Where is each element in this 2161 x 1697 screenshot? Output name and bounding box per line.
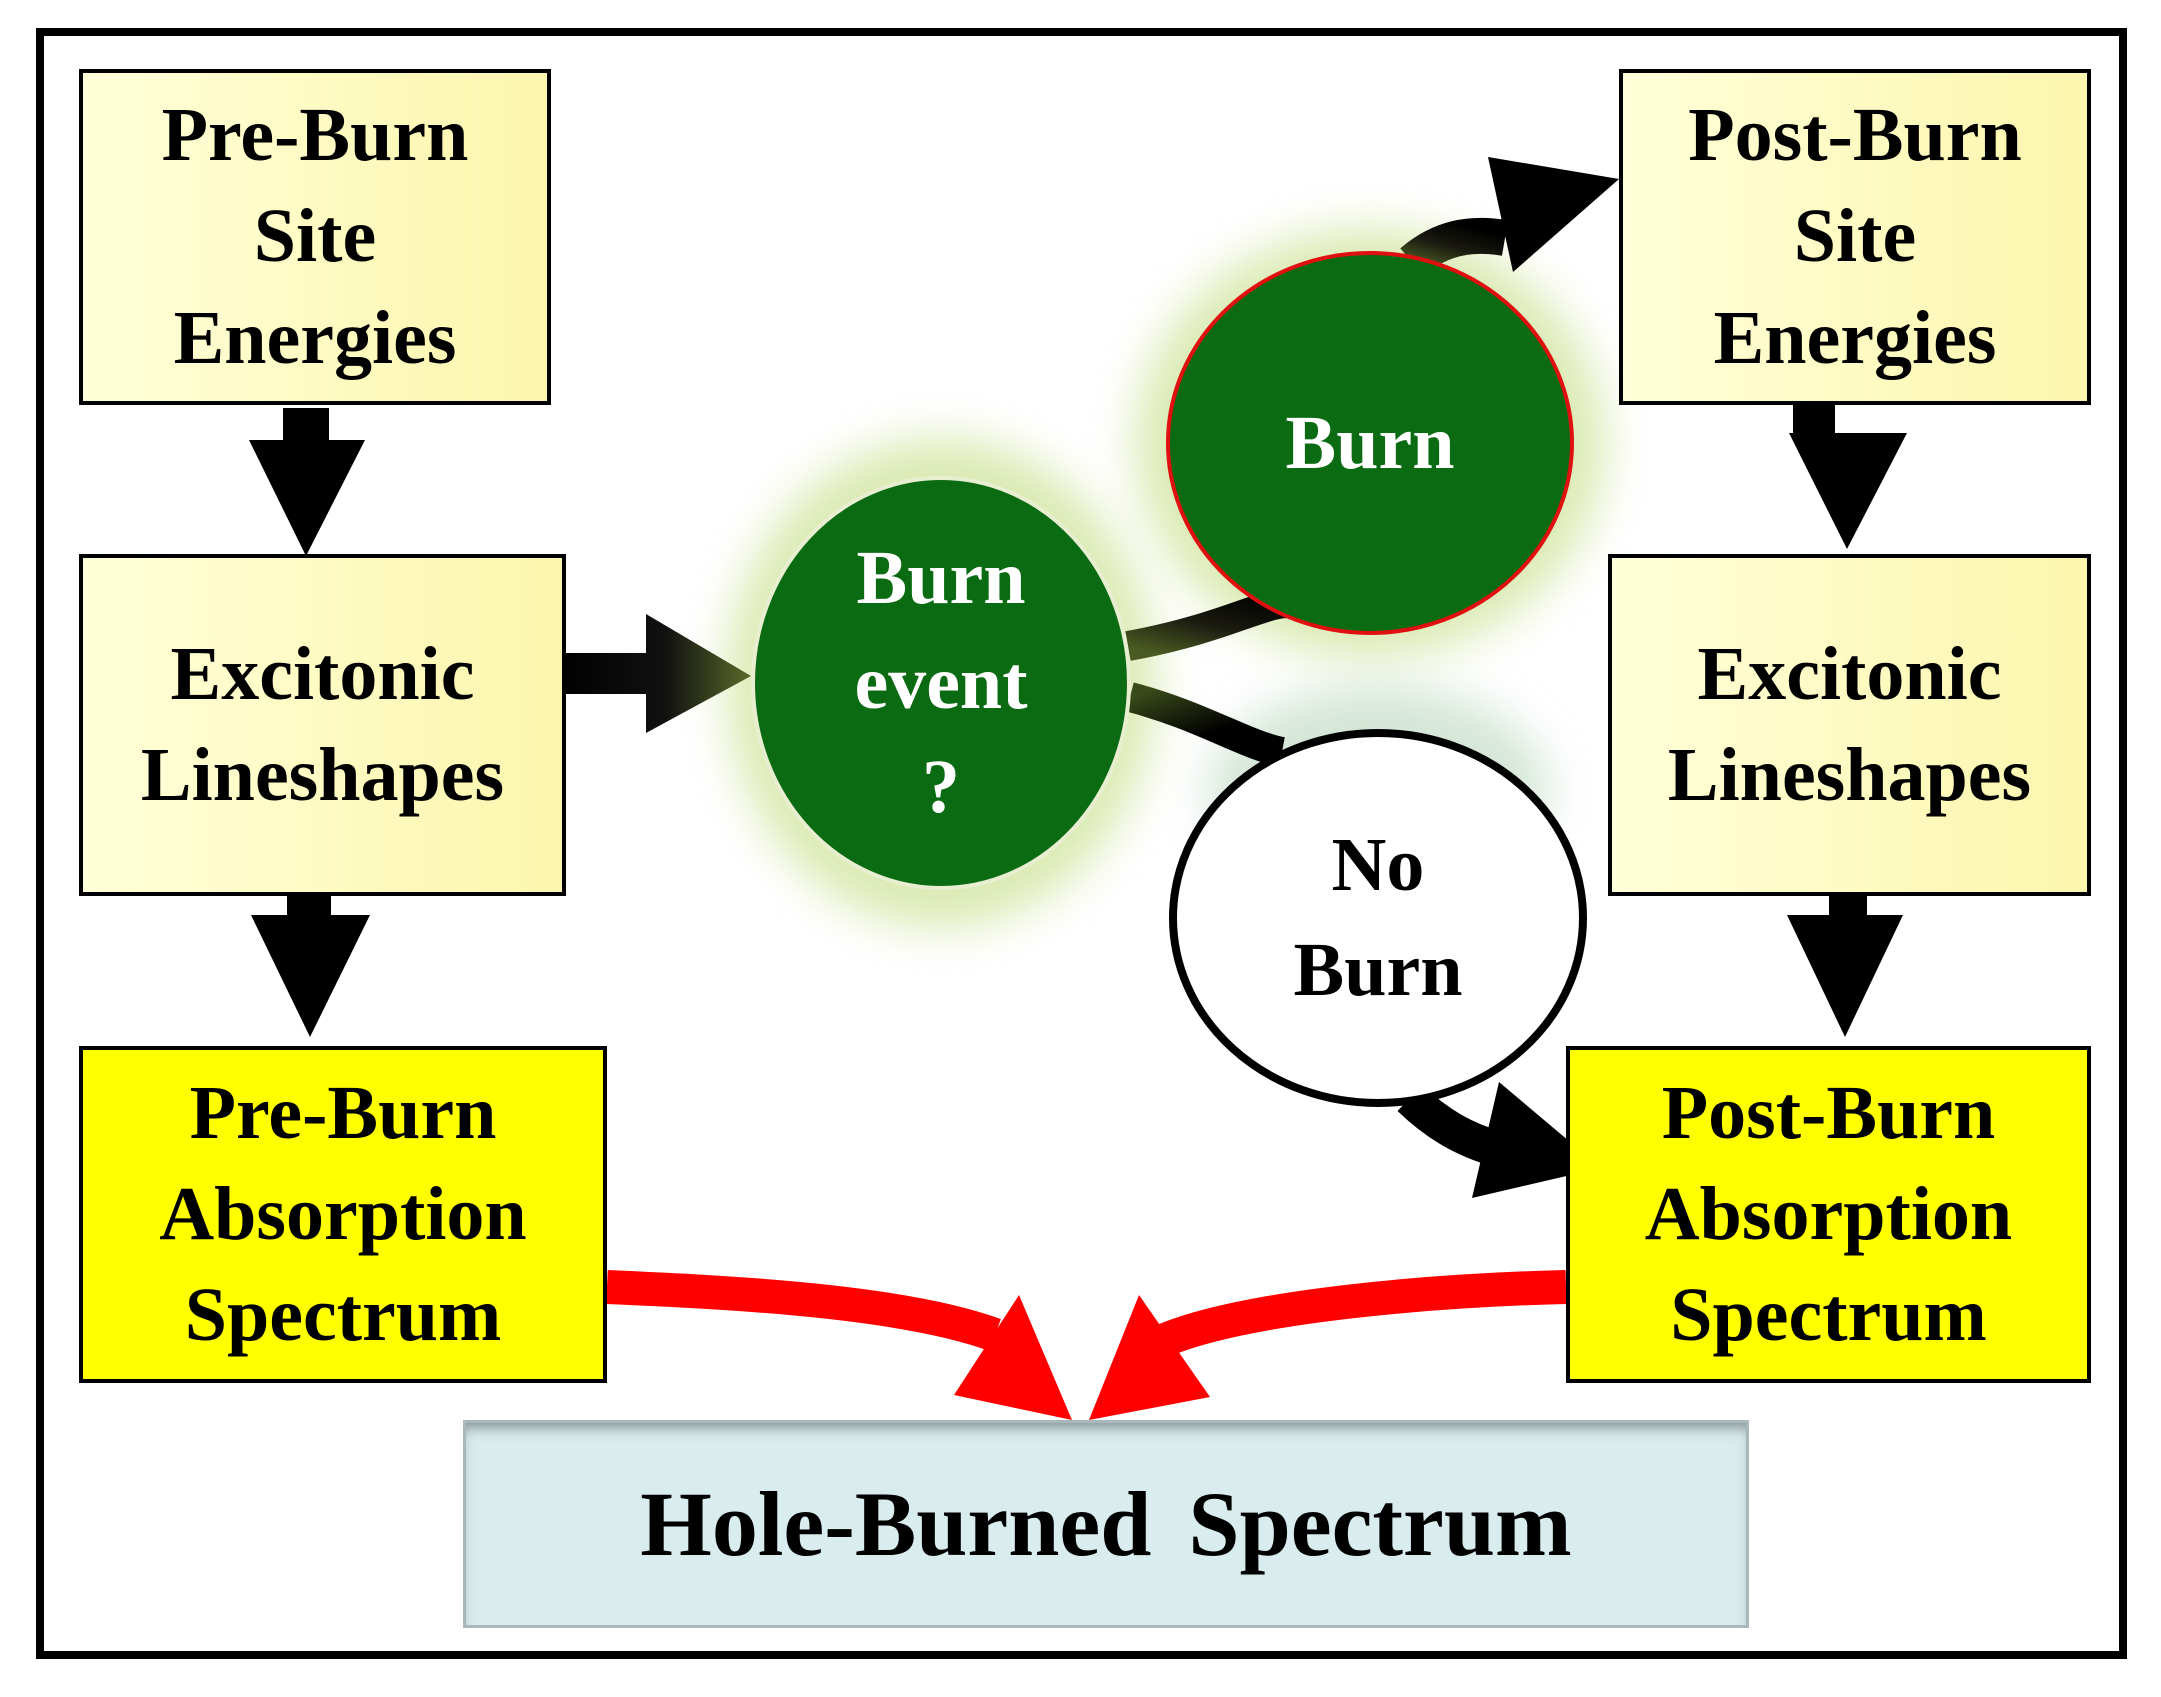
node-line: Burn [856,535,1026,620]
box-line: Absorption [159,1171,527,1256]
box-line: Post-Burn [1688,93,2022,178]
burn-node [1166,251,1574,635]
arrow-post-absorption-to-result-shaft [1158,1270,1567,1356]
pre-excitonic-lineshapes-box: Excitonic Lineshapes [79,554,566,896]
box-line: Lineshapes [140,733,505,817]
burn-label: Burn [1168,253,1572,633]
hole-burned-spectrum-box: Hole-Burned Spectrum [463,1420,1749,1628]
no-burn-node [1169,729,1587,1107]
box-line: Lineshapes [1667,733,2032,817]
burn-event-label: Burn event ? [753,478,1129,888]
arrow-excitonic-to-burn-event [561,614,751,733]
burn-event-node [751,476,1131,890]
box-line: Post-Burn [1661,1070,1996,1155]
node-line: Burn [1285,400,1455,485]
arrow-burn-event-to-no-burn [1126,682,1286,767]
box-line: Absorption [1644,1171,2013,1256]
box-line: Site [1793,194,1917,279]
box-line: Energies [1713,295,1997,380]
pre-burn-absorption-spectrum-box: Pre-Burn Absorption Spectrum [79,1046,607,1383]
arrow-pre-absorption-to-result-head [954,1295,1072,1420]
box-line: Excitonic [1697,631,2002,716]
box-line: Spectrum [1670,1273,1987,1358]
arrow-post-absorption-to-result-head [1089,1295,1210,1420]
box-line: Pre-Burn [189,1070,497,1155]
box-line: Energies [173,295,457,380]
node-line: ? [922,745,960,830]
arrow-pre-excitonic-to-absorption [251,885,370,1037]
box-line: Site [253,194,377,279]
arrow-post-site-to-excitonic [1789,403,1907,549]
result-label: Hole-Burned Spectrum [640,1473,1572,1575]
post-excitonic-lineshapes-box: Excitonic Lineshapes [1608,554,2091,896]
node-line: Burn [1293,928,1463,1012]
pre-burn-site-energies-box: Pre-Burn Site Energies [79,69,551,405]
arrow-burn-to-post-site-head [1488,157,1619,272]
node-line: event [854,640,1028,725]
box-line: Excitonic [170,631,475,716]
post-burn-site-energies-box: Post-Burn Site Energies [1619,69,2091,405]
arrow-post-excitonic-to-absorption [1787,885,1903,1037]
box-line: Spectrum [184,1273,502,1358]
no-burn-label: No Burn [1173,733,1583,1103]
arrow-pre-absorption-to-result-shaft [606,1270,1001,1351]
arrow-burn-to-post-site-shaft [1400,217,1509,277]
diagram-frame [36,28,2127,1659]
post-burn-absorption-spectrum-box: Post-Burn Absorption Spectrum [1566,1046,2091,1383]
arrow-pre-site-to-excitonic [249,408,365,556]
box-line: Pre-Burn [161,93,469,178]
node-line: No [1331,823,1425,908]
